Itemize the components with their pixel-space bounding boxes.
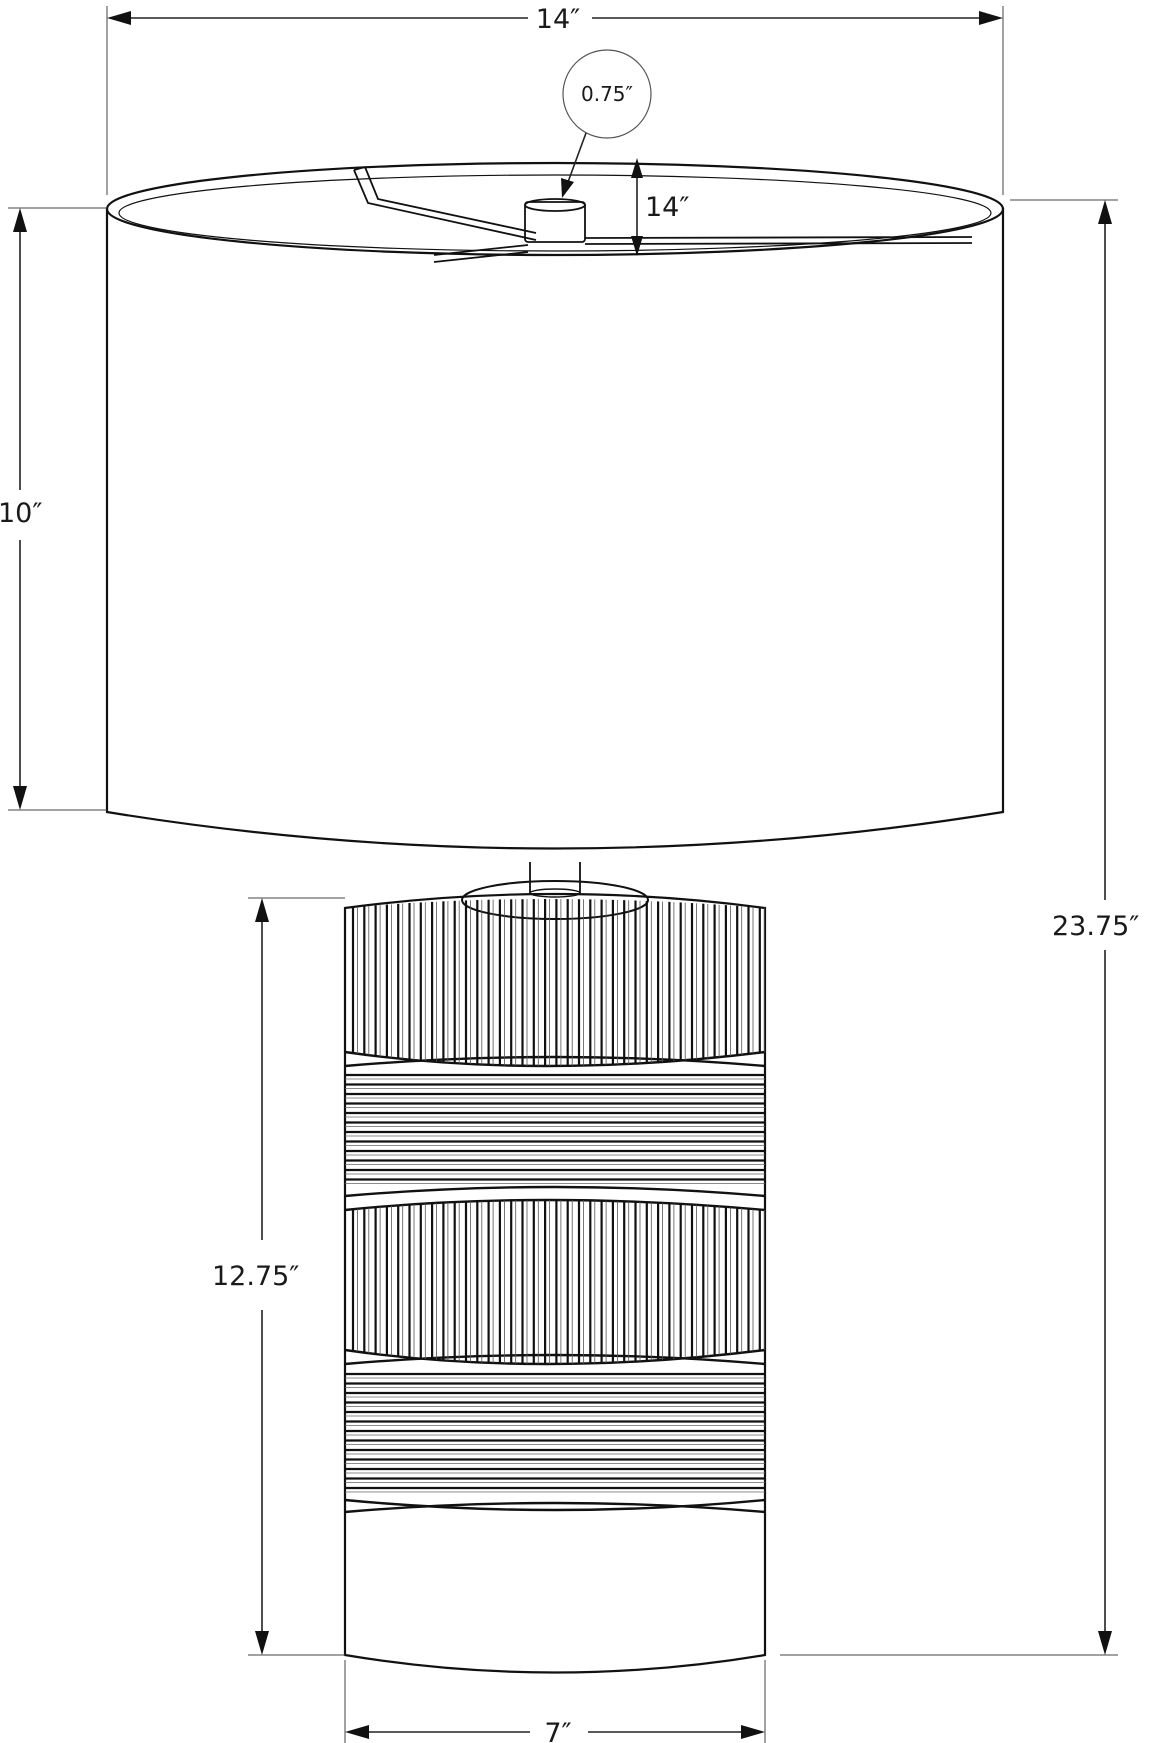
vertical-fluting-lower: [351, 1200, 765, 1364]
vertical-fluting-upper: [351, 899, 765, 1066]
overall-width-dimension: 14″: [106, 4, 1004, 195]
spider-arm-left: [353, 169, 537, 241]
shade-height-dimension: 10″: [0, 207, 107, 811]
base-width-dimension: 7″: [344, 1660, 766, 1743]
base-body: [343, 892, 767, 1674]
harp-spider: [353, 166, 973, 263]
callout-circle: [562, 49, 652, 139]
lamp-base: [343, 892, 767, 1674]
shade-inner-rim: [118, 174, 992, 252]
shade-height-label: 10″: [0, 498, 42, 529]
horizontal-fluting-upper: [345, 1073, 765, 1184]
overall-height-label: 23.75″: [1052, 911, 1139, 942]
base-height-dimension: 12.75″: [212, 897, 345, 1656]
base-height-label: 12.75″: [212, 1261, 299, 1292]
lamp-neck: [461, 862, 649, 920]
shade-depth-label: 14″: [645, 192, 689, 223]
shade-top-rim: [105, 161, 1005, 257]
spider-arm-right: [584, 236, 973, 239]
finial-callout-label: 0.75″: [581, 82, 633, 106]
overall-width-label: 14″: [536, 4, 580, 35]
shade-body: [105, 208, 1005, 850]
finial-callout: 0.75″: [561, 49, 652, 198]
overall-height-dimension: 23.75″: [780, 199, 1139, 1656]
base-width-label: 7″: [544, 1718, 571, 1743]
lamp-shade: [105, 161, 1005, 850]
horizontal-fluting-lower: [345, 1372, 765, 1493]
finial: [524, 198, 586, 243]
shade-depth-dimension: 14″: [631, 158, 689, 256]
base-top-disc: [461, 880, 649, 920]
